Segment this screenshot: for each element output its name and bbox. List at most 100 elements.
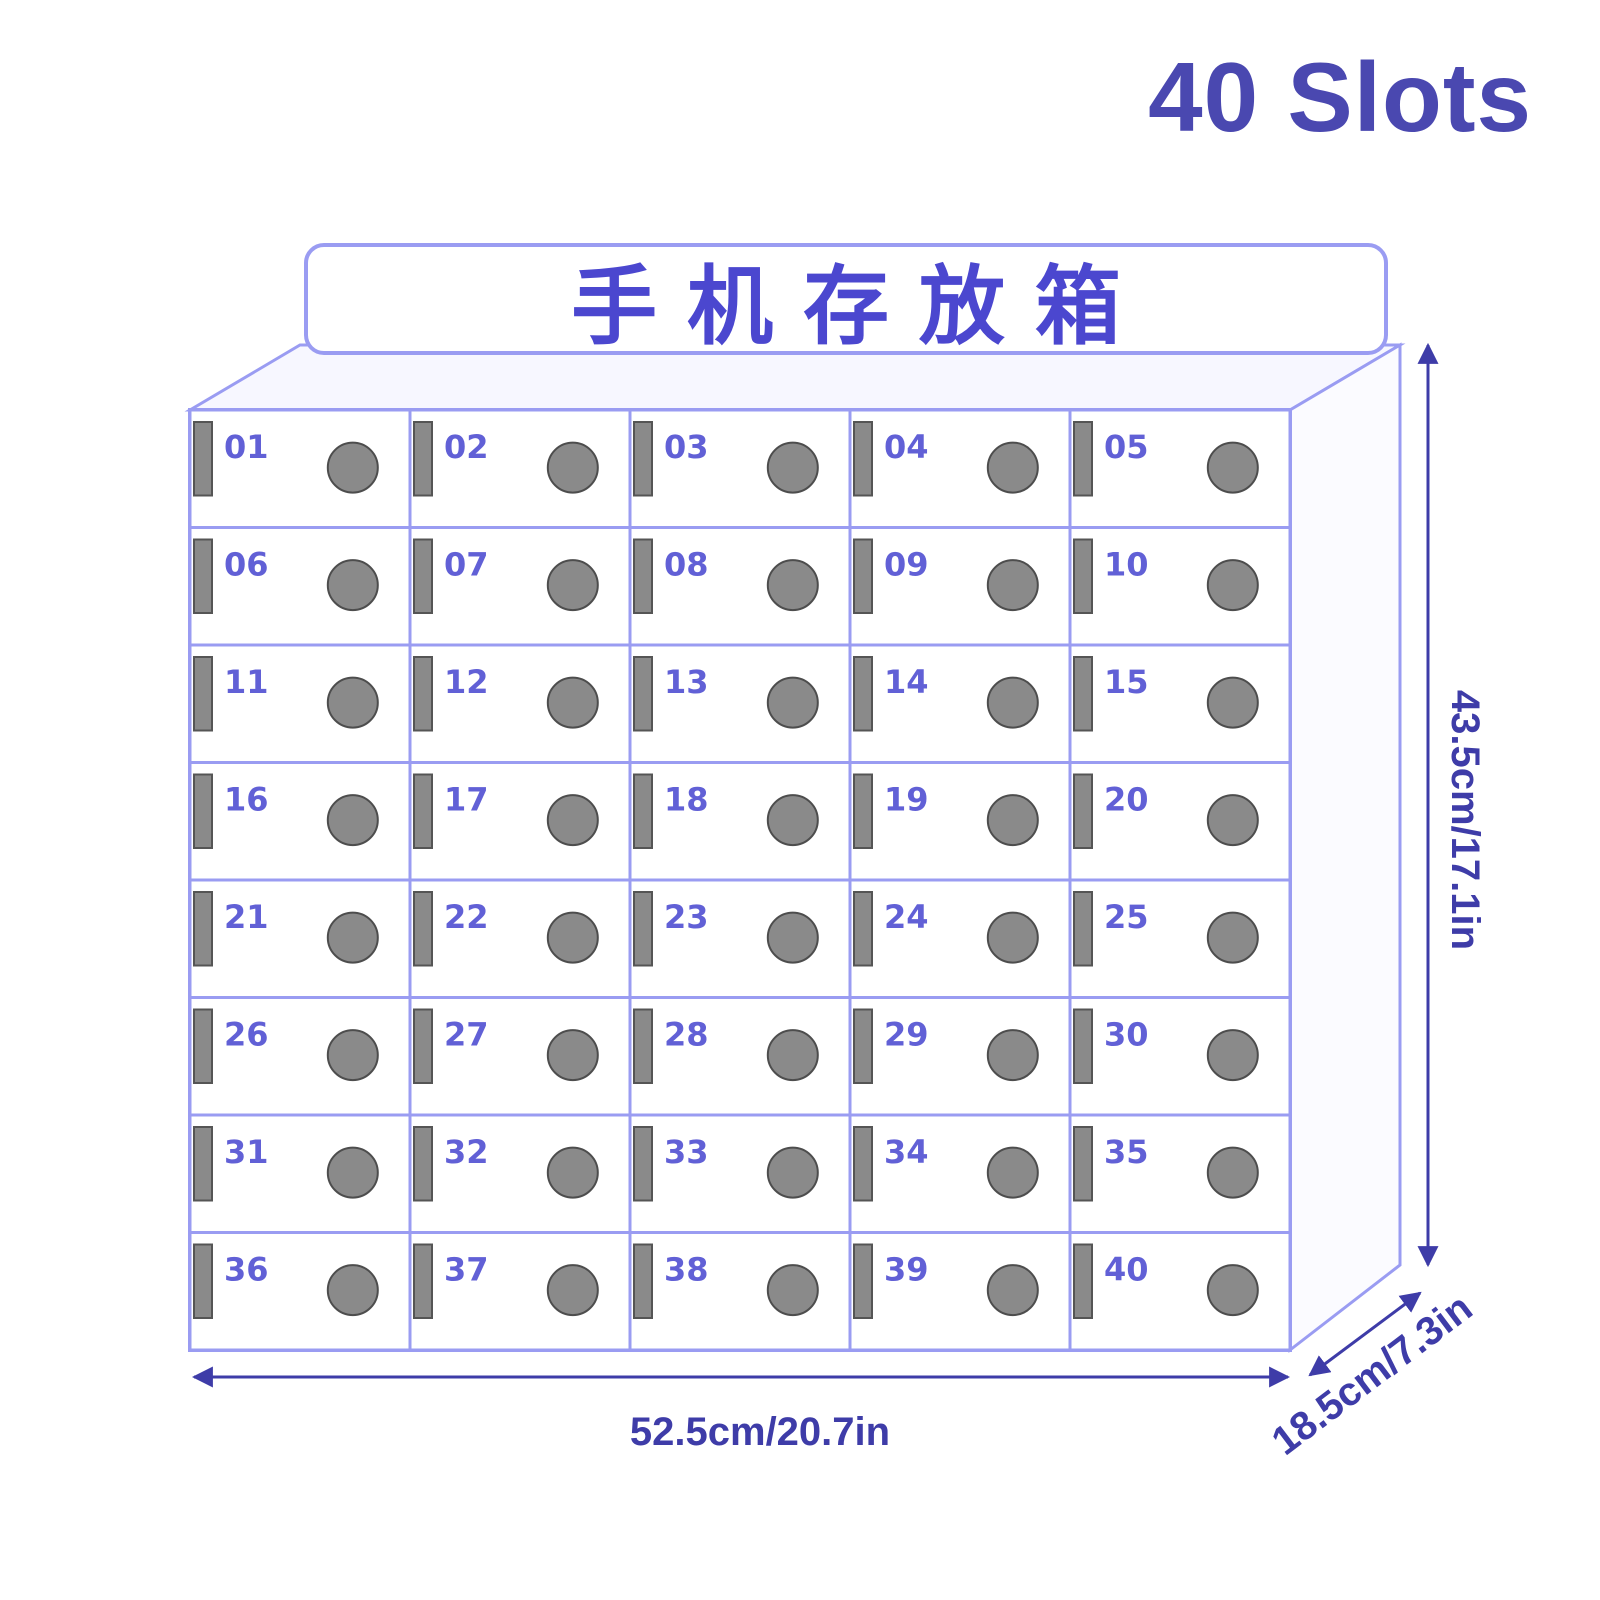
- slot-13[interactable]: 13: [628, 643, 852, 764]
- lock-knob-icon[interactable]: [326, 676, 379, 729]
- lock-knob-icon[interactable]: [986, 559, 1039, 612]
- slot-31[interactable]: 31: [188, 1113, 412, 1234]
- slot-14[interactable]: 14: [848, 643, 1072, 764]
- lock-knob-icon[interactable]: [986, 1146, 1039, 1199]
- slot-20[interactable]: 20: [1068, 761, 1292, 882]
- slot-37[interactable]: 37: [408, 1231, 632, 1352]
- slot-26[interactable]: 26: [188, 996, 412, 1117]
- lock-knob-icon[interactable]: [986, 794, 1039, 847]
- lock-knob-icon[interactable]: [986, 1264, 1039, 1317]
- slot-09[interactable]: 09: [848, 526, 1072, 647]
- slot-34[interactable]: 34: [848, 1113, 1072, 1234]
- slot-02[interactable]: 02: [408, 408, 632, 529]
- door-hinge-icon: [1073, 891, 1093, 967]
- slot-16[interactable]: 16: [188, 761, 412, 882]
- slot-number: 14: [884, 663, 929, 701]
- slot-06[interactable]: 06: [188, 526, 412, 647]
- slot-23[interactable]: 23: [628, 878, 852, 999]
- lock-knob-icon[interactable]: [1206, 794, 1259, 847]
- lock-knob-icon[interactable]: [546, 1146, 599, 1199]
- slot-24[interactable]: 24: [848, 878, 1072, 999]
- lock-knob-icon[interactable]: [1206, 676, 1259, 729]
- slot-number: 31: [224, 1133, 269, 1171]
- slot-number: 19: [884, 781, 929, 819]
- lock-knob-icon[interactable]: [766, 559, 819, 612]
- slot-27[interactable]: 27: [408, 996, 632, 1117]
- slot-number: 39: [884, 1251, 929, 1289]
- slot-40[interactable]: 40: [1068, 1231, 1292, 1352]
- slot-08[interactable]: 08: [628, 526, 852, 647]
- lock-knob-icon[interactable]: [546, 1264, 599, 1317]
- slot-32[interactable]: 32: [408, 1113, 632, 1234]
- lock-knob-icon[interactable]: [546, 794, 599, 847]
- lock-knob-icon[interactable]: [986, 676, 1039, 729]
- slot-30[interactable]: 30: [1068, 996, 1292, 1117]
- lock-knob-icon[interactable]: [326, 794, 379, 847]
- slot-21[interactable]: 21: [188, 878, 412, 999]
- slot-number: 02: [444, 428, 489, 466]
- lock-knob-icon[interactable]: [986, 441, 1039, 494]
- lock-knob-icon[interactable]: [986, 911, 1039, 964]
- slot-03[interactable]: 03: [628, 408, 852, 529]
- lock-knob-icon[interactable]: [326, 1029, 379, 1082]
- door-hinge-icon: [413, 421, 433, 497]
- lock-knob-icon[interactable]: [1206, 559, 1259, 612]
- slot-19[interactable]: 19: [848, 761, 1072, 882]
- lock-knob-icon[interactable]: [986, 1029, 1039, 1082]
- lock-knob-icon[interactable]: [1206, 1264, 1259, 1317]
- lock-knob-icon[interactable]: [546, 1029, 599, 1082]
- door-hinge-icon: [633, 891, 653, 967]
- lock-knob-icon[interactable]: [326, 441, 379, 494]
- slot-29[interactable]: 29: [848, 996, 1072, 1117]
- slot-07[interactable]: 07: [408, 526, 632, 647]
- lock-knob-icon[interactable]: [766, 794, 819, 847]
- slot-18[interactable]: 18: [628, 761, 852, 882]
- slot-17[interactable]: 17: [408, 761, 632, 882]
- slot-15[interactable]: 15: [1068, 643, 1292, 764]
- slot-number: 25: [1104, 898, 1149, 936]
- door-hinge-icon: [193, 1126, 213, 1202]
- slot-28[interactable]: 28: [628, 996, 852, 1117]
- lock-knob-icon[interactable]: [1206, 911, 1259, 964]
- door-hinge-icon: [633, 656, 653, 732]
- lock-knob-icon[interactable]: [546, 559, 599, 612]
- slot-38[interactable]: 38: [628, 1231, 852, 1352]
- slot-35[interactable]: 35: [1068, 1113, 1292, 1234]
- lock-knob-icon[interactable]: [1206, 441, 1259, 494]
- door-hinge-icon: [413, 656, 433, 732]
- slot-04[interactable]: 04: [848, 408, 1072, 529]
- slot-22[interactable]: 22: [408, 878, 632, 999]
- lock-knob-icon[interactable]: [1206, 1146, 1259, 1199]
- slot-01[interactable]: 01: [188, 408, 412, 529]
- slot-05[interactable]: 05: [1068, 408, 1292, 529]
- door-hinge-icon: [413, 1126, 433, 1202]
- lock-knob-icon[interactable]: [326, 1146, 379, 1199]
- lock-knob-icon[interactable]: [766, 911, 819, 964]
- lock-knob-icon[interactable]: [546, 911, 599, 964]
- lock-knob-icon[interactable]: [326, 911, 379, 964]
- door-hinge-icon: [1073, 773, 1093, 849]
- lock-knob-icon[interactable]: [1206, 1029, 1259, 1082]
- lock-knob-icon[interactable]: [766, 1264, 819, 1317]
- slot-33[interactable]: 33: [628, 1113, 852, 1234]
- door-hinge-icon: [633, 538, 653, 614]
- lock-knob-icon[interactable]: [766, 1146, 819, 1199]
- slot-11[interactable]: 11: [188, 643, 412, 764]
- slot-number: 15: [1104, 663, 1149, 701]
- lock-knob-icon[interactable]: [766, 1029, 819, 1082]
- slot-36[interactable]: 36: [188, 1231, 412, 1352]
- lock-knob-icon[interactable]: [326, 559, 379, 612]
- slot-39[interactable]: 39: [848, 1231, 1072, 1352]
- lock-knob-icon[interactable]: [766, 676, 819, 729]
- slot-number: 22: [444, 898, 489, 936]
- lock-knob-icon[interactable]: [766, 441, 819, 494]
- lock-knob-icon[interactable]: [546, 676, 599, 729]
- slot-25[interactable]: 25: [1068, 878, 1292, 999]
- lock-knob-icon[interactable]: [326, 1264, 379, 1317]
- slot-12[interactable]: 12: [408, 643, 632, 764]
- lock-knob-icon[interactable]: [546, 441, 599, 494]
- slot-number: 35: [1104, 1133, 1149, 1171]
- slot-10[interactable]: 10: [1068, 526, 1292, 647]
- door-hinge-icon: [413, 891, 433, 967]
- door-hinge-icon: [193, 1243, 213, 1319]
